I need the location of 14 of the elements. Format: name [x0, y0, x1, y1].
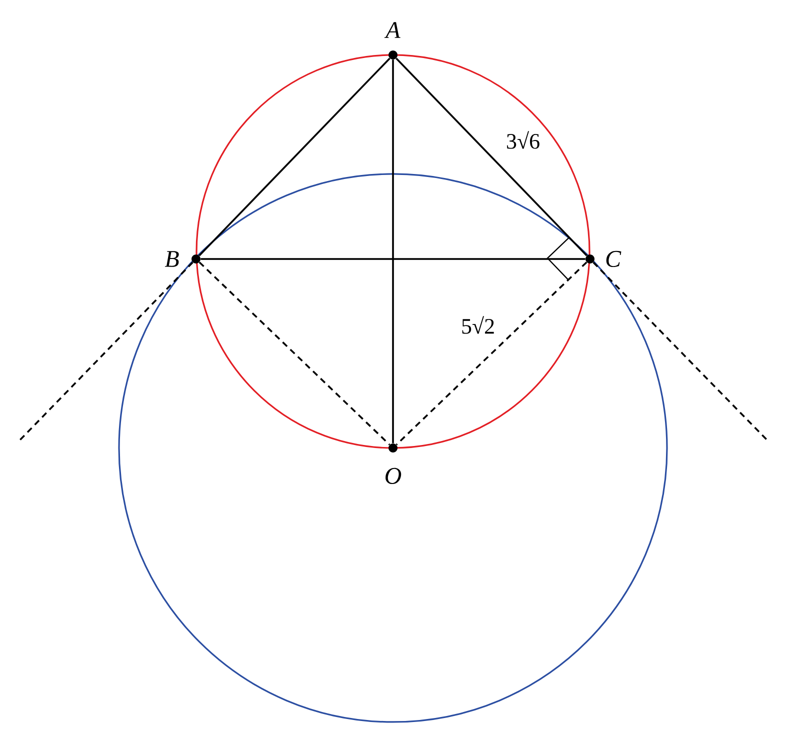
point-label: O: [386, 468, 402, 484]
line-segment: [198, 58, 390, 256]
dashed-line: [592, 262, 768, 441]
edge-label: 5√2: [460, 315, 496, 335]
edge-label: 3√6: [504, 130, 542, 150]
dashed-line: [396, 262, 588, 446]
point-label: B: [164, 251, 179, 267]
dashed-line: [198, 262, 390, 446]
line-segment: [396, 58, 588, 256]
dashed-line: [19, 262, 194, 441]
line-segment: [200, 258, 586, 260]
point-label: C: [606, 250, 622, 268]
line-segment: [392, 60, 394, 444]
point-label: A: [384, 22, 400, 38]
